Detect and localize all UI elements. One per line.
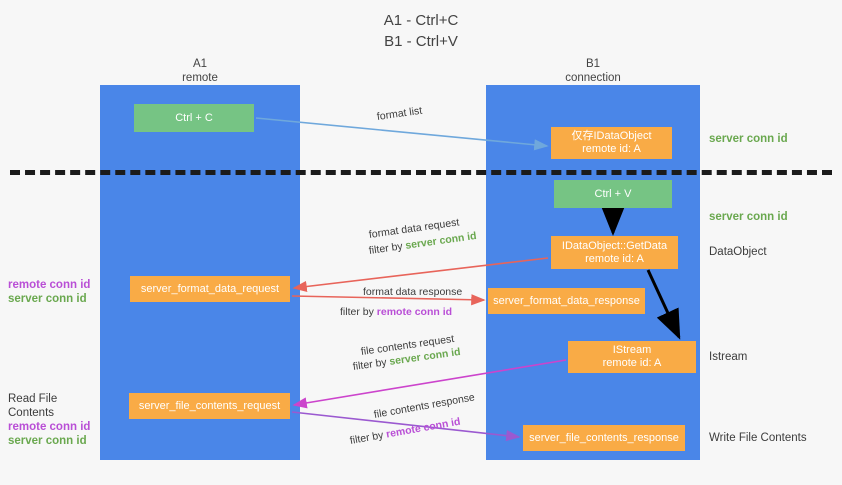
- node-server-format-data-response-label: server_format_data_response: [493, 294, 640, 307]
- node-server-file-contents-response-label: server_file_contents_response: [529, 431, 679, 444]
- annotation-remote-conn-id: remote conn id: [8, 421, 91, 433]
- annotation-server-conn-id: server conn id: [8, 293, 87, 305]
- filter-prefix: filter by: [348, 428, 388, 447]
- node-getdata-line2: remote id: A: [585, 252, 644, 265]
- node-idataobject-line1: 仅存IDataObject: [571, 130, 652, 142]
- annotation-server-conn-id: server conn id: [8, 435, 87, 447]
- node-server-file-contents-request-label: server_file_contents_request: [138, 399, 281, 412]
- edge-label-format-data-response-filter: filter by remote conn id: [340, 305, 452, 319]
- node-server-format-data-response[interactable]: server_format_data_response: [488, 288, 645, 314]
- node-server-format-data-request-label: server_format_data_request: [140, 282, 280, 295]
- clipboard-boundary-divider: [10, 170, 832, 175]
- column-header-a1: A1 remote: [100, 57, 300, 85]
- node-server-file-contents-response[interactable]: server_file_contents_response: [523, 425, 685, 451]
- column-header-b1: B1 connection: [486, 57, 700, 85]
- edge-label-file-contents-response: file contents response: [372, 391, 476, 421]
- node-ctrl-c-label: Ctrl + C: [175, 111, 213, 124]
- node-istream-line2: remote id: A: [602, 357, 662, 369]
- annotation-server-conn-id-top: server conn id: [709, 133, 788, 145]
- column-header-a1-role: remote: [182, 72, 218, 84]
- column-header-a1-name: A1: [192, 58, 208, 70]
- annotation-remote-conn-id: remote conn id: [8, 279, 91, 291]
- filter-prefix: filter by: [352, 355, 391, 373]
- column-header-b1-name: B1: [585, 58, 601, 70]
- node-ctrl-v[interactable]: Ctrl + V: [554, 180, 672, 208]
- node-idataobject-getdata[interactable]: IDataObject::GetData remote id: A: [551, 236, 678, 269]
- node-server-format-data-request[interactable]: server_format_data_request: [130, 276, 290, 302]
- filter-prefix: filter by: [368, 239, 407, 257]
- annotation-dataobject: DataObject: [709, 246, 767, 258]
- annotation-write-file-contents: Write File Contents: [709, 432, 807, 444]
- node-ctrl-v-label: Ctrl + V: [594, 187, 632, 200]
- node-istream-line1: IStream: [612, 344, 652, 356]
- annotation-server-conn-id-mid: server conn id: [709, 211, 788, 223]
- filter-value-remote-conn-id: remote conn id: [385, 415, 462, 441]
- node-istream[interactable]: IStream remote id: A: [568, 341, 696, 373]
- node-server-file-contents-request[interactable]: server_file_contents_request: [129, 393, 290, 419]
- page-title: A1 - Ctrl+C B1 - Ctrl+V: [383, 12, 459, 50]
- node-idataobject[interactable]: 仅存IDataObject remote id: A: [551, 127, 672, 159]
- annotation-read-file-contents-group: Read File Contents remote conn id server…: [8, 392, 100, 448]
- annotation-read-file-contents: Read File Contents: [8, 393, 58, 419]
- node-idataobject-line2: remote id: A: [582, 143, 641, 155]
- node-getdata-line1: IDataObject::GetData: [561, 239, 668, 252]
- edge-label-file-contents-response-filter: filter by remote conn id: [349, 415, 462, 448]
- annotation-istream: Istream: [709, 351, 748, 363]
- edge-label-format-list: format list: [376, 104, 423, 123]
- node-ctrl-c[interactable]: Ctrl + C: [134, 104, 254, 132]
- edge-label-format-data-response: format data response: [363, 286, 463, 298]
- annotation-conn-ids-middle: remote conn id server conn id: [8, 278, 100, 306]
- filter-value-remote-conn-id: remote conn id: [376, 306, 453, 318]
- column-header-b1-role: connection: [565, 72, 621, 84]
- filter-prefix: filter by: [340, 306, 377, 318]
